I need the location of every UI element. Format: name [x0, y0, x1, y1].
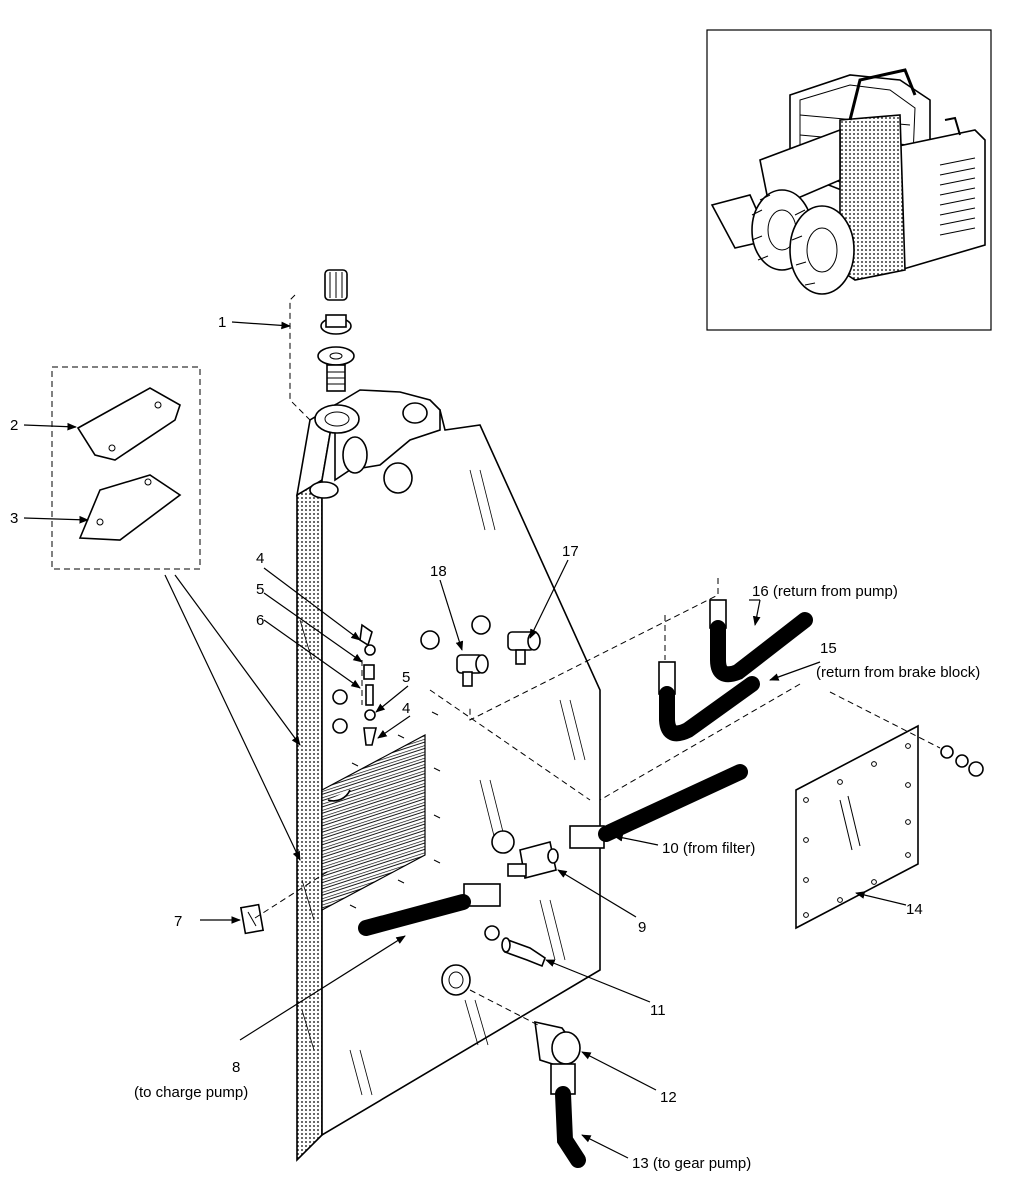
callout-8-note: (to charge pump) — [134, 1084, 248, 1101]
decal-tag — [239, 903, 265, 935]
cover-plates — [51, 366, 201, 570]
callout-13: 13 (to gear pump) — [632, 1155, 751, 1172]
tee-fitting — [507, 841, 559, 879]
loader-inset — [706, 29, 992, 331]
callout-5-upper: 5 — [256, 581, 264, 598]
callout-11: 11 — [650, 1002, 666, 1019]
callout-18: 18 — [430, 563, 447, 580]
callout-15: 15 — [820, 640, 837, 657]
callout-labels: 1 2 3 4 5 6 5 4 18 17 16 (return from pu… — [10, 314, 980, 1172]
callout-8: 8 — [232, 1059, 240, 1076]
callout-1: 1 — [218, 314, 226, 331]
callout-12: 12 — [660, 1089, 677, 1106]
cover-plate — [795, 724, 984, 930]
callout-6: 6 — [256, 612, 264, 629]
callout-17: 17 — [562, 543, 579, 560]
assembly-lines — [254, 294, 941, 1026]
callout-15-note: (return from brake block) — [816, 664, 980, 681]
hoses — [358, 599, 813, 1168]
callout-2: 2 — [10, 417, 18, 434]
callout-4-upper: 4 — [256, 550, 264, 567]
adapter-fitting — [501, 937, 546, 968]
callout-14: 14 — [906, 901, 923, 918]
callout-7: 7 — [174, 913, 182, 930]
callout-5-lower: 5 — [402, 669, 410, 686]
callout-16: 16 (return from pump) — [752, 583, 898, 600]
callout-4-lower: 4 — [402, 700, 410, 717]
leader-lines — [23, 321, 907, 1159]
callout-9: 9 — [638, 919, 646, 936]
filler-cap-assembly — [317, 269, 355, 392]
callout-3: 3 — [10, 510, 18, 527]
callout-10: 10 (from filter) — [662, 840, 755, 857]
